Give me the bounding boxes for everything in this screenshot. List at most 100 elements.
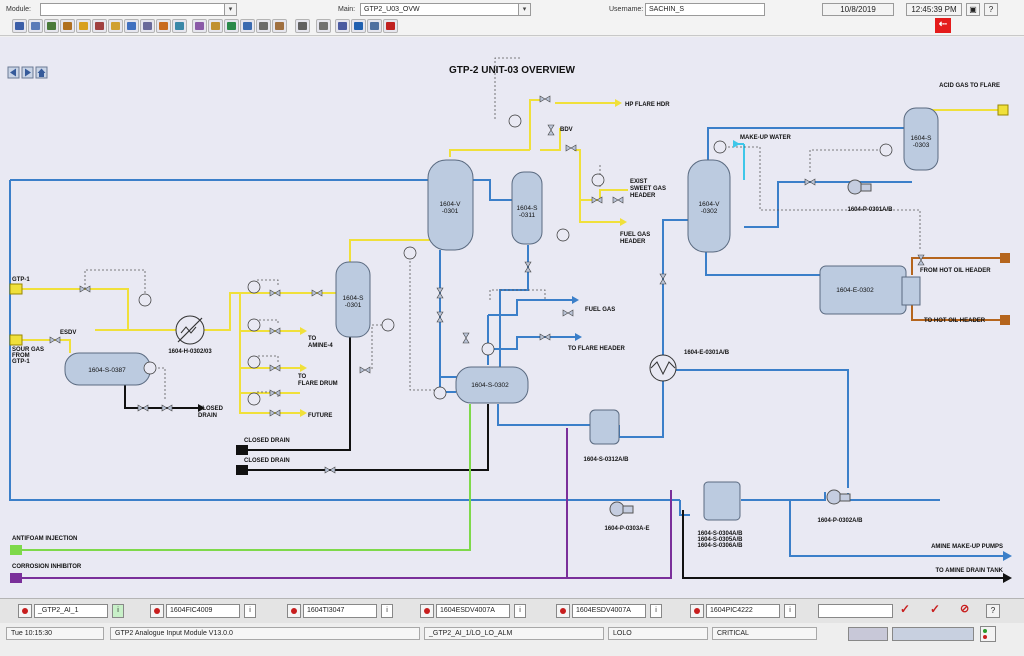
label-v0302-1: -0302 [701,208,718,215]
alarm-status-icon[interactable] [420,604,434,618]
print-screen-icon[interactable] [367,19,382,33]
gear-chart-icon[interactable] [272,19,287,33]
window-icon[interactable]: ▣ [966,3,980,16]
module-dropdown[interactable]: ▾ [224,3,237,16]
label-s0303-0: 1604-S [911,135,933,142]
alarm-help-button[interactable]: ? [986,604,1000,618]
traffic-light-icon[interactable] [980,626,996,642]
station-icon[interactable] [172,19,187,33]
label-v0301-1: -0301 [442,208,459,215]
vessel-1604-s-0311[interactable] [511,171,543,245]
print-icon[interactable] [28,19,43,33]
vessel-1604-v-0302[interactable] [687,159,731,253]
vessel-1604-s-0301[interactable] [335,261,371,338]
trend-icon[interactable] [44,19,59,33]
group-icon[interactable] [224,19,239,33]
help-button[interactable]: ? [984,3,998,16]
graphics-icon[interactable] [12,19,27,33]
clock-icon[interactable] [351,19,366,33]
label-to_flare_header: TO FLARE HEADER [568,346,626,352]
alarm-tag[interactable]: 1604ESDV4007A [436,604,510,618]
alarm-tag[interactable]: _GTP2_AI_1 [34,604,108,618]
module-field[interactable] [40,3,225,16]
reset-icon[interactable]: ⊘ [960,603,970,615]
main-dropdown[interactable]: ▾ [518,3,531,16]
alarm-info-button[interactable]: i [784,604,796,618]
label-closed_drain_2: CLOSED DRAIN [244,438,290,444]
network-icon[interactable] [256,19,271,33]
alarm-filter-field[interactable] [818,604,893,618]
alarm-item[interactable]: 1604ESDV4007A i [420,604,530,618]
exchanger-1604-e-0302[interactable] [819,265,921,315]
alarm-info-button[interactable]: i [244,604,256,618]
event-icon[interactable] [92,19,107,33]
alarm-status-icon[interactable] [150,604,164,618]
system-icon[interactable] [156,19,171,33]
logout-icon[interactable] [383,19,398,33]
label-s0304-1: 1604-S-0305A/B [697,537,743,543]
alarm-item[interactable]: _GTP2_AI_1 i [18,604,128,618]
tree-icon[interactable] [208,19,223,33]
header-bar: Module: ▾ Main: GTP2_U03_OVW ▾ Username:… [0,0,1024,36]
drain-lines [124,337,1005,579]
label-p0301: 1604-P-0301A/B [847,207,893,213]
controllers[interactable] [138,114,893,406]
report-icon[interactable] [60,19,75,33]
label-exist_sweet-2: HEADER [630,193,656,199]
map-icon[interactable] [240,19,255,33]
time-display: 12:45:39 PM [906,3,962,16]
label-closed_drain_1-1: DRAIN [198,413,217,419]
label-fuel_gas: FUEL GAS [585,307,615,313]
vessel-1604-s-0304[interactable] [703,481,741,521]
nav-home-icon[interactable] [35,66,48,79]
alarm-item[interactable]: 1604TI3047 i [287,604,397,618]
alarm-status-icon[interactable] [690,604,704,618]
makeup-water-line [733,143,745,180]
zoom-icon[interactable] [335,19,350,33]
nav-back-icon[interactable] [7,66,20,79]
vessel-1604-v-0301[interactable] [427,159,474,251]
label-e0302: 1604-E-0302 [836,287,874,294]
pump-1604-p-0302[interactable] [826,489,851,505]
alarm-info-button[interactable]: i [112,604,124,618]
status-icons[interactable] [848,627,888,641]
alarm-status-icon[interactable] [287,604,301,618]
valves[interactable] [49,95,925,474]
heater-1604-h-0302[interactable] [175,315,205,345]
alarm-status-icon[interactable] [18,604,32,618]
alarm-item[interactable]: 1604PIC4222 i [690,604,800,618]
alarm-info-button[interactable]: i [514,604,526,618]
alarm-summary-icon[interactable] [76,19,91,33]
vessel-1604-s-0312[interactable] [589,409,620,445]
label-v0301-0: 1604-V [440,201,462,208]
vessel-1604-s-0303[interactable] [903,107,939,171]
alarm-info-button[interactable]: i [650,604,662,618]
display-icon[interactable] [140,19,155,33]
alarm-tag[interactable]: 1604PIC4222 [706,604,780,618]
overview-icon[interactable] [192,19,207,33]
acknowledge-icon[interactable]: ✓ [900,602,911,616]
pump-1604-p-0301[interactable] [847,179,872,195]
silence-icon[interactable]: ✓ [930,602,941,616]
alarm-item[interactable]: 1604FIC4009 i [150,604,260,618]
main-field[interactable]: GTP2_U03_OVW [360,3,520,16]
clipboard-icon[interactable] [295,19,310,33]
alarm-tag[interactable]: 1604ESDV4007A [572,604,646,618]
label-s0301-1: -0301 [345,302,362,309]
sound-icon[interactable] [124,19,139,33]
folder-icon[interactable] [108,19,123,33]
pump-1604-p-0303[interactable] [609,501,634,517]
logout-flag-icon[interactable]: ⇠ [935,18,951,33]
alarm-item[interactable]: 1604ESDV4007A i [556,604,666,618]
alarm-info-button[interactable]: i [381,604,393,618]
nav-forward-icon[interactable] [21,66,34,79]
vessel-1604-s-0302[interactable] [455,366,529,404]
exchanger-1604-e-0301[interactable] [649,354,677,382]
tools-icon[interactable] [316,19,331,33]
status-module: GTP2 Analogue Input Module V13.0.0 [110,627,420,640]
alarm-tag[interactable]: 1604TI3047 [303,604,377,618]
alarm-status-icon[interactable] [556,604,570,618]
alarm-tag[interactable]: 1604FIC4009 [166,604,240,618]
status-indicator [892,627,974,641]
